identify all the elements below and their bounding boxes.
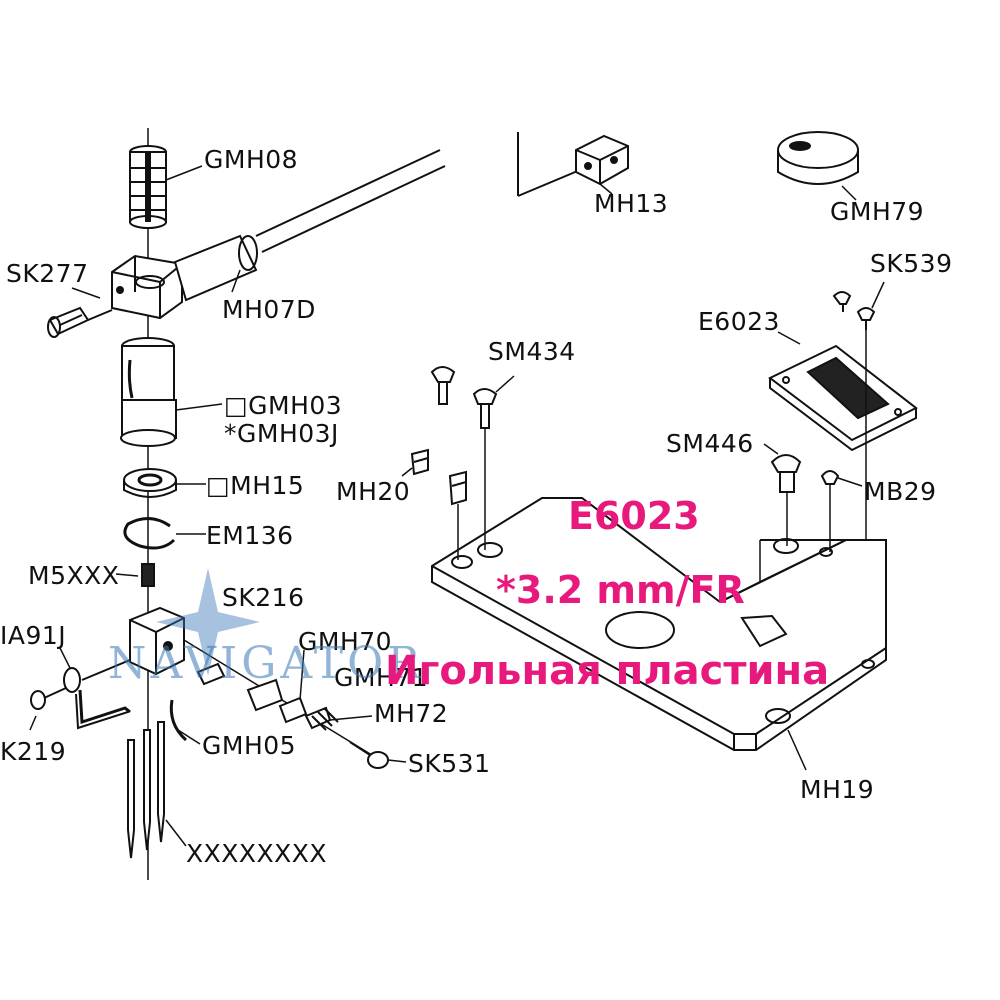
watermark-text: NAVIGATOR bbox=[108, 638, 425, 689]
needles bbox=[127, 699, 188, 859]
screw-k219 bbox=[30, 687, 67, 710]
overlay-spec: *3.2 mm/FR bbox=[496, 568, 745, 612]
needle-clamp bbox=[129, 606, 185, 676]
spring-gmh08 bbox=[129, 145, 167, 229]
label-mh72: MH72 bbox=[374, 699, 448, 728]
sleeve-gmh03 bbox=[120, 337, 177, 447]
screw-sk277 bbox=[47, 306, 113, 338]
label-sm446: SM446 bbox=[666, 429, 754, 458]
needle-bar-assembly bbox=[29, 128, 446, 880]
label-gmh03: □GMH03 bbox=[224, 391, 342, 420]
label-gmh79: GMH79 bbox=[830, 197, 924, 226]
overlay-part-code: E6023 bbox=[568, 494, 700, 538]
label-gmh70: GMH70 bbox=[298, 627, 392, 656]
screw-sm446 bbox=[763, 443, 802, 546]
pins-mh20 bbox=[401, 448, 467, 560]
label-mh13: MH13 bbox=[594, 189, 668, 218]
label-em136: EM136 bbox=[206, 521, 294, 550]
thread-guide-group bbox=[183, 639, 389, 769]
block-mh13 bbox=[517, 132, 629, 197]
clamp-block bbox=[111, 254, 183, 320]
label-mb29: MB29 bbox=[864, 477, 937, 506]
bent-wire-ia91j bbox=[63, 659, 131, 730]
label-k219: K219 bbox=[0, 737, 66, 766]
label-sk539: SK539 bbox=[870, 249, 952, 278]
part-labels: GMH08 MH13 GMH79 SK277 SK539 MH07D E6023… bbox=[0, 145, 952, 868]
base-plate-mh19 bbox=[431, 497, 887, 771]
washer-mh15 bbox=[123, 468, 177, 498]
label-gmh71: GMH71 bbox=[334, 663, 428, 692]
screw-m5xxx bbox=[141, 563, 155, 587]
label-sk531: SK531 bbox=[408, 749, 490, 778]
navigator-watermark-logo bbox=[156, 568, 260, 676]
label-gmh03j: *GMH03J bbox=[224, 419, 339, 448]
plate-e6023 bbox=[768, 331, 918, 452]
left-leader-lines bbox=[29, 165, 407, 847]
label-xxxxxxxx: XXXXXXXX bbox=[186, 839, 327, 868]
label-gmh08: GMH08 bbox=[204, 145, 298, 174]
pin-mb29 bbox=[820, 470, 863, 552]
label-sm434: SM434 bbox=[488, 337, 576, 366]
label-mh07d: MH07D bbox=[222, 295, 316, 324]
label-m5xxx: M5XXX bbox=[28, 561, 119, 590]
screws-sm434 bbox=[430, 366, 515, 550]
label-mh19: MH19 bbox=[800, 775, 874, 804]
label-mh20: MH20 bbox=[336, 477, 410, 506]
ring-em136 bbox=[123, 517, 176, 550]
label-e6023: E6023 bbox=[698, 307, 780, 336]
cap-gmh79 bbox=[777, 131, 859, 201]
label-gmh05: GMH05 bbox=[202, 731, 296, 760]
rod-mh07d bbox=[173, 149, 446, 302]
overlay-part-name: Игольная пластина bbox=[385, 648, 830, 694]
label-sk216: SK216 bbox=[222, 583, 304, 612]
label-mh15: □MH15 bbox=[206, 471, 304, 500]
label-sk277: SK277 bbox=[6, 259, 88, 288]
label-ia91j: IA91J bbox=[0, 621, 66, 650]
